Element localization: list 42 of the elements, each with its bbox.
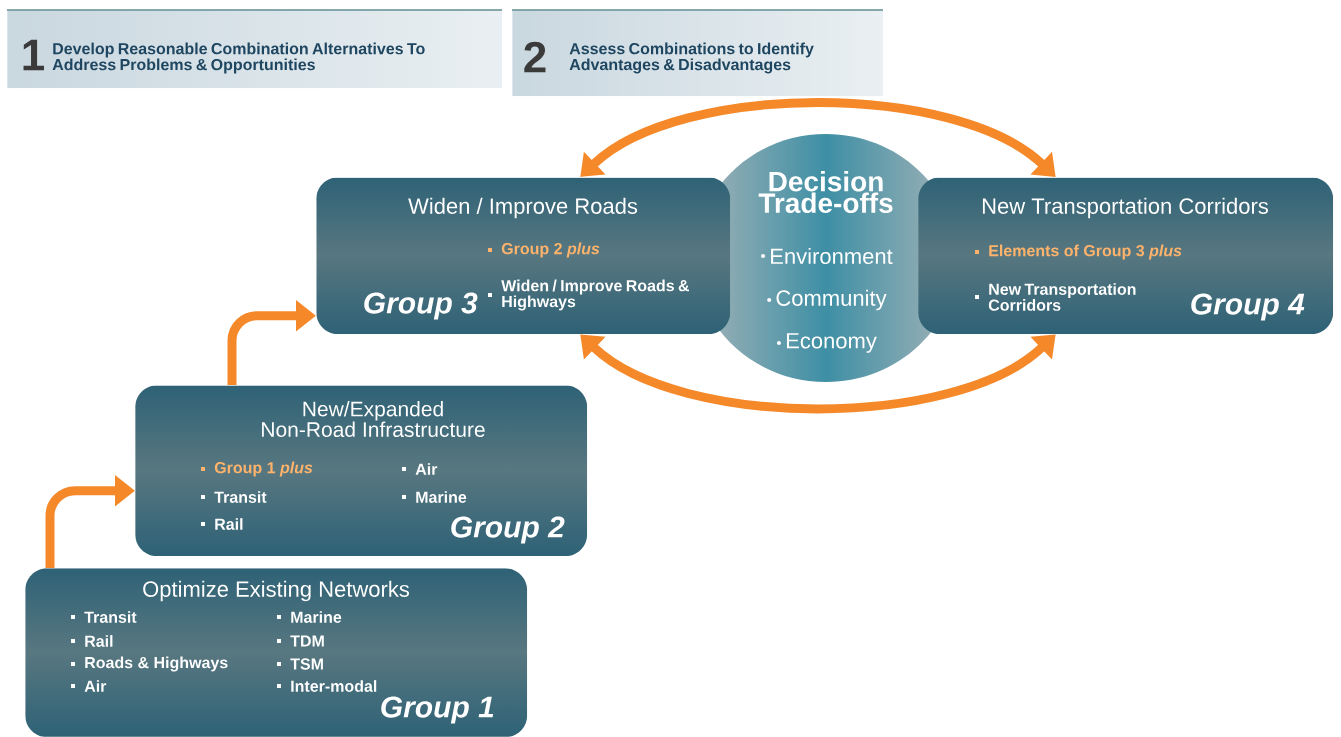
step-number: 1	[23, 39, 44, 71]
list-item: Rail	[201, 518, 243, 530]
list-item: Widen / Improve Roads & Highways	[488, 279, 690, 311]
heading: Optimize Existing Networks	[143, 580, 410, 602]
list-item: Group 1 plus	[201, 461, 313, 477]
group-label: Group 4	[1191, 293, 1305, 321]
list-item: Elements of Group 3 plus	[975, 244, 1182, 260]
list-item: TDM	[277, 635, 324, 647]
group-label: Group 3	[364, 292, 478, 320]
list-item: Transit	[71, 611, 137, 623]
list-item: New Transportation Corridors	[975, 283, 1136, 311]
list-item: Transit	[201, 491, 267, 503]
arrow	[580, 98, 1056, 177]
step-banner	[6, 9, 503, 74]
group-label: Group 1	[381, 696, 494, 724]
heading: New Transportation Corridors	[982, 197, 1269, 219]
group-label: Group 2	[451, 516, 565, 544]
step-banner	[511, 9, 884, 74]
group-box	[364, 197, 690, 320]
heading: Decision Trade-offs	[758, 170, 893, 214]
step-number: 2	[524, 41, 546, 73]
list-item: Group 2 plus	[488, 242, 600, 258]
heading: Widen / Improve Roads	[408, 197, 638, 219]
step-text: Develop Reasonable Combination Alternatives To Address Problems & Opportunities	[52, 42, 425, 74]
list-item: Economy	[776, 333, 877, 353]
list-item: Air	[402, 463, 438, 475]
step-text: Assess Combinations to Identify Advantages & Disadvantages	[569, 42, 814, 74]
group-box	[71, 580, 494, 724]
list-item: Inter-modal	[277, 680, 377, 692]
group-box	[975, 197, 1305, 321]
heading: New/Expanded Non-Road Infrastructure	[262, 401, 485, 437]
arrow	[580, 334, 1056, 414]
group-box	[201, 401, 565, 544]
list-item: Air	[71, 680, 107, 692]
list-item: Rail	[71, 635, 113, 647]
list-item: TSM	[277, 658, 323, 670]
list-item: Marine	[277, 611, 342, 623]
list-item: Roads & Highways	[71, 656, 228, 672]
list-item: Marine	[402, 491, 467, 503]
decision-circle	[758, 170, 893, 353]
list-item: Community	[767, 289, 887, 311]
list-item: Environment	[761, 247, 893, 265]
